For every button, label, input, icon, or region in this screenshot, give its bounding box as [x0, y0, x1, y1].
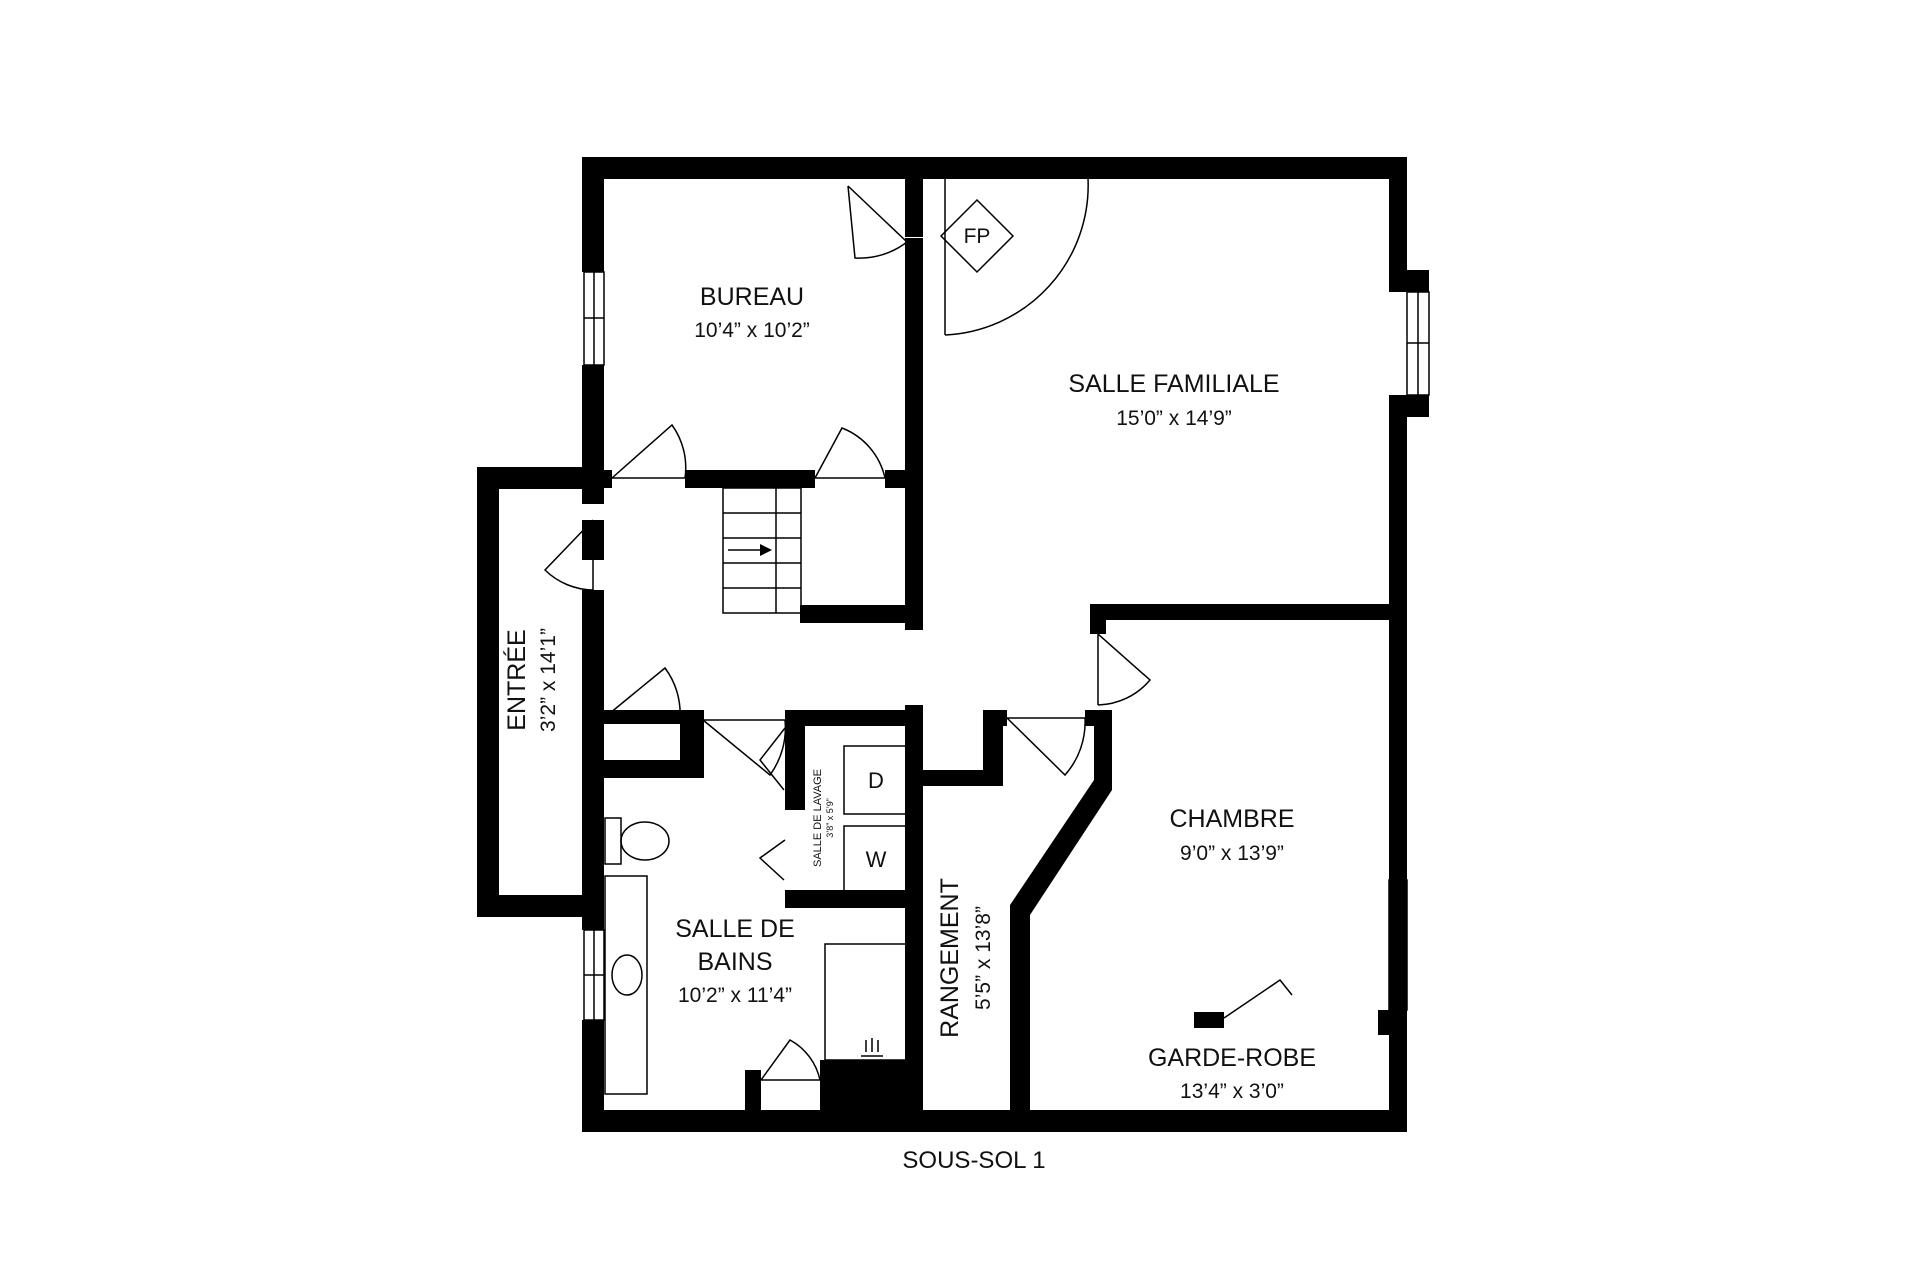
door-salle-familiale — [944, 177, 1089, 336]
room-name-bureau: BUREAU — [700, 283, 804, 311]
door-bureau-top — [847, 185, 908, 259]
door-laundry — [702, 719, 787, 777]
room-dims-salle-de-lavage: 3’8” x 5’9” — [825, 798, 835, 838]
washer — [843, 825, 909, 893]
windows — [583, 271, 1430, 1131]
walls — [477, 157, 1429, 1132]
window-salle-de-bains — [583, 929, 605, 1021]
stairs — [722, 487, 802, 614]
room-name-salle-de-lavage: SALLE DE LAVAGE — [812, 769, 824, 867]
fireplace — [939, 198, 1015, 274]
window-chambre — [1388, 879, 1408, 1011]
door-closet-left — [603, 666, 681, 719]
room-name-garde-robe: GARDE-ROBE — [1148, 1044, 1316, 1072]
room-name-salle-de-bains-line2: BAINS — [697, 948, 772, 976]
door-bureau-right — [814, 427, 886, 479]
washer-label: W — [866, 847, 887, 872]
floor-label: SOUS-SOL 1 — [902, 1147, 1045, 1174]
fixtures — [604, 198, 1015, 1095]
room-dims-bureau: 10’4” x 10’2” — [694, 319, 810, 342]
door-bureau-left — [611, 423, 687, 479]
room-name-chambre: CHAMBRE — [1169, 805, 1294, 833]
door-entree — [543, 519, 594, 591]
doors — [543, 177, 1293, 1081]
vanity-with-sink — [604, 875, 648, 1095]
door-rangement — [1006, 717, 1086, 777]
shower — [824, 943, 921, 1061]
door-bains-lower — [760, 1039, 821, 1081]
window-salle-familiale — [1406, 291, 1430, 396]
door-closet — [1223, 978, 1293, 1019]
room-dims-rangement: 5’5” x 13’8” — [972, 906, 995, 1010]
window-bains-bottom — [637, 1111, 739, 1131]
room-name-salle-familiale: SALLE FAMILIALE — [1068, 370, 1279, 398]
room-name-rangement: RANGEMENT — [936, 878, 964, 1038]
toilet — [604, 817, 670, 865]
fireplace-label: FP — [964, 225, 991, 248]
room-name-salle-de-bains-line1: SALLE DE — [675, 915, 795, 943]
room-dims-salle-familiale: 15’0” x 14’9” — [1116, 407, 1232, 430]
room-dims-entree: 3’2” x 14’1” — [537, 628, 560, 732]
room-name-entree: ENTRÉE — [502, 629, 531, 730]
dryer — [843, 745, 909, 815]
dryer-label: D — [868, 768, 884, 793]
window-bureau — [583, 271, 605, 366]
door-chambre — [1097, 633, 1152, 706]
room-dims-chambre: 9’0” x 13’9” — [1180, 842, 1284, 865]
room-dims-salle-de-bains: 10’2” x 11’4” — [678, 984, 792, 1007]
door-laundry-bifold — [758, 727, 786, 881]
room-dims-garde-robe: 13’4” x 3’0” — [1180, 1080, 1284, 1103]
